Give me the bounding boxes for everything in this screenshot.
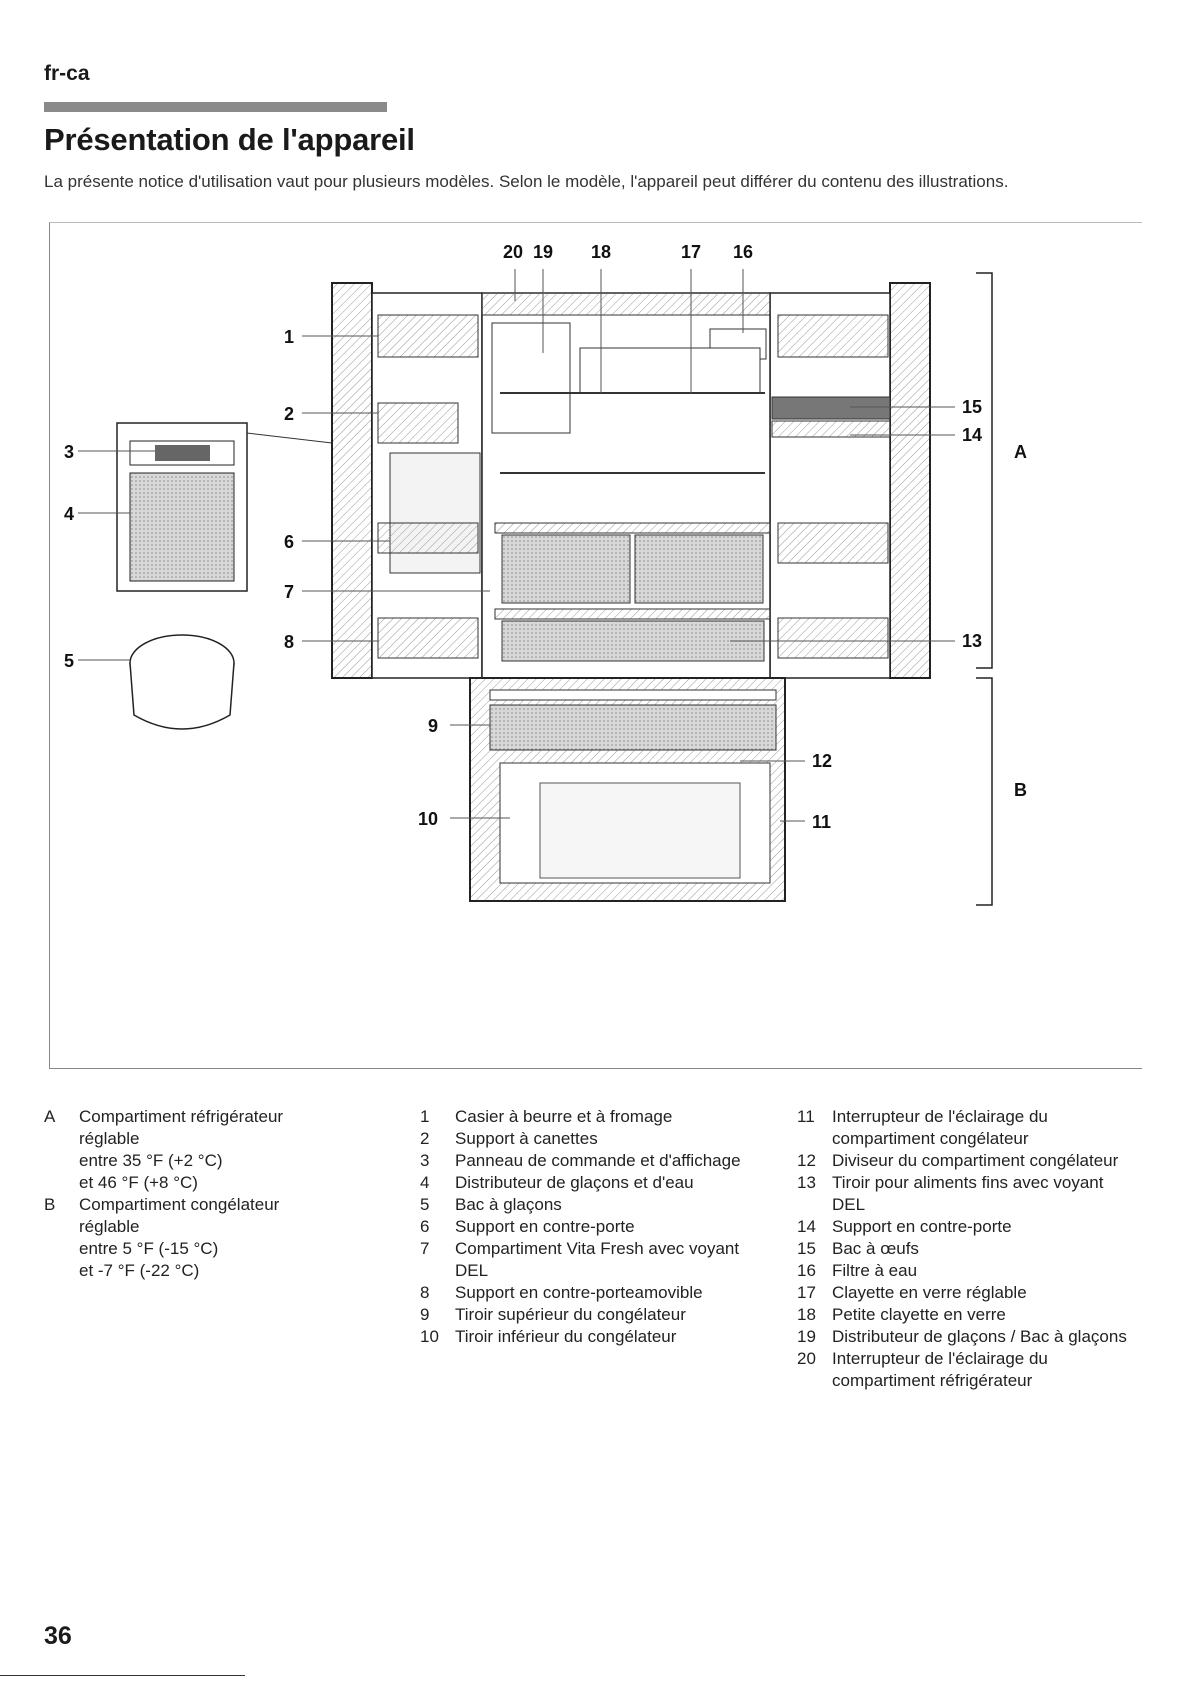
callout-4: 4	[64, 504, 74, 524]
appliance-illustration: 20 19 18 17 16 1 2 3 4 6 7 8 5 9 10 15 1…	[49, 222, 1142, 1069]
callout-15: 15	[962, 397, 982, 417]
callout-1: 1	[284, 327, 294, 347]
callout-8: 8	[284, 632, 294, 652]
zone-brackets	[976, 272, 993, 906]
ice-bucket-detail	[129, 634, 235, 730]
callout-9: 9	[428, 716, 438, 736]
zone-a-label: A	[1014, 442, 1027, 462]
fridge-diagram: 20 19 18 17 16 1 2 3 4 6 7 8 5 9 10 15 1…	[64, 242, 1027, 906]
callout-17: 17	[681, 242, 701, 262]
page-number: 36	[44, 1622, 72, 1650]
page-title: Présentation de l'appareil	[44, 122, 415, 157]
freezer-drawer	[469, 677, 786, 902]
left-door	[331, 282, 483, 679]
callout-13: 13	[962, 631, 982, 651]
callout-labels: 20 19 18 17 16 1 2 3 4 6 7 8 5 9 10 15 1…	[64, 242, 1027, 832]
leader-lines	[78, 269, 955, 822]
callout-16: 16	[733, 242, 753, 262]
callout-14: 14	[962, 425, 982, 445]
callout-19: 19	[533, 242, 553, 262]
header-rule	[44, 102, 387, 112]
right-door	[769, 282, 931, 679]
footer-rule	[0, 1675, 245, 1676]
callout-6: 6	[284, 532, 294, 552]
callout-18: 18	[591, 242, 611, 262]
dispenser-detail	[116, 422, 333, 592]
callout-7: 7	[284, 582, 294, 602]
refrigerator-cabinet	[481, 292, 771, 679]
callout-5: 5	[64, 651, 74, 671]
legend-zone-a: A Compartiment réfrigérateur réglable en…	[44, 1107, 284, 1192]
callout-12: 12	[812, 751, 832, 771]
zone-b-label: B	[1014, 780, 1027, 800]
callout-2: 2	[284, 404, 294, 424]
legend-zone-b: B Compartiment congélateur réglable entr…	[44, 1195, 280, 1280]
callout-10: 10	[418, 809, 438, 829]
legend-zones: A Compartiment réfrigérateur réglable en…	[44, 1106, 374, 1282]
callout-20: 20	[503, 242, 523, 262]
language-code: fr-ca	[44, 62, 90, 85]
callout-3: 3	[64, 442, 74, 462]
intro-paragraph: La présente notice d'utilisation vaut po…	[44, 172, 1009, 191]
callout-11: 11	[812, 812, 831, 832]
